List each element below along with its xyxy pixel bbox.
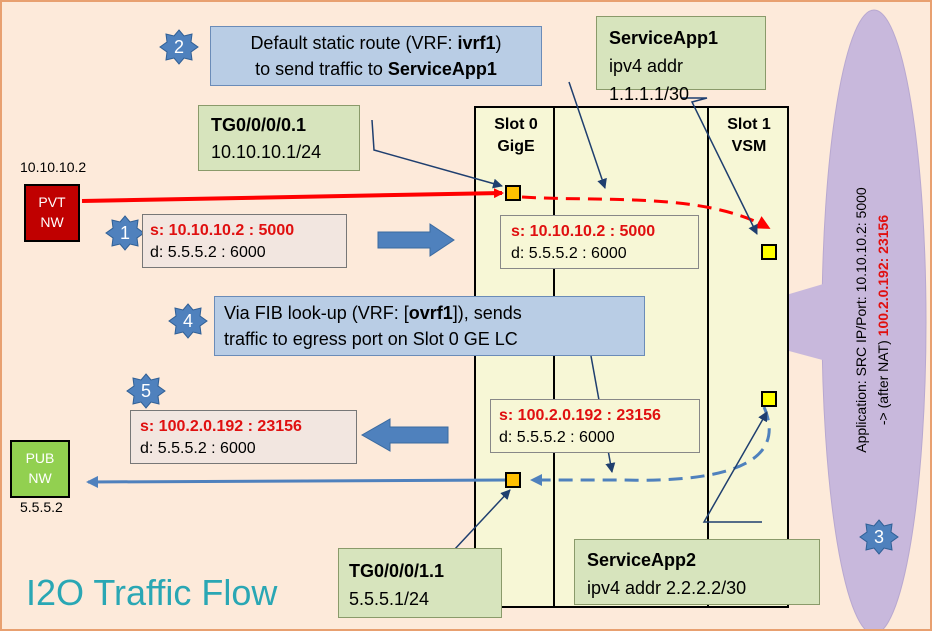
packet-ingress: s: 10.10.10.2 : 5000 d: 5.5.5.2 : 6000 [142,214,347,268]
slot1-label: Slot 1 VSM [727,116,771,155]
step-1-badge: 1 [119,223,130,243]
callout-text: Application: SRC IP/Port: 10.10.10.2: 50… [853,187,891,453]
step-3-badge: 3 [873,527,884,547]
step4-description: Via FIB look-up (VRF: [ovrf1]), sends tr… [214,296,645,356]
flow-arrow-left [360,418,449,452]
slot0-egress-port [505,472,521,488]
pvt-network-node: PVT NW [24,184,80,242]
pub-ip: 5.5.5.2 [20,499,63,515]
step2-description: Default static route (VRF: ivrf1) to sen… [210,26,542,86]
slot1-ingress-port [761,244,777,260]
pvt-ip: 10.10.10.2 [20,159,87,175]
internal-blue-dashed [530,406,771,486]
diagram-title: I2O Traffic Flow [26,572,278,613]
slot1-panel [707,106,789,608]
pub-network-node: PUB NW [10,440,70,498]
step-4-badge: 4 [182,311,193,331]
tg-egress-box: TG0/0/0/1.1 5.5.5.1/24 [338,548,502,618]
ingress-line [81,188,504,203]
step-5-badge: 5 [140,381,151,401]
step-2-badge: 2 [173,37,184,57]
serviceapp2-box: ServiceApp2 ipv4 addr 2.2.2.2/30 [574,539,820,605]
packet-in-slot0: s: 10.10.10.2 : 5000 d: 5.5.5.2 : 6000 [500,215,699,269]
slot1-egress-port [761,391,777,407]
serviceapp1-box: ServiceApp1 ipv4 addr 1.1.1.1/30 [596,16,766,104]
slot0-ingress-port [505,185,521,201]
flow-arrow-right [377,223,455,257]
egress-line [86,475,508,488]
packet-out-slot0: s: 100.2.0.192 : 23156 d: 5.5.5.2 : 6000 [490,399,700,453]
tg-ingress-box: TG0/0/0/0.1 10.10.10.1/24 [198,105,360,171]
packet-egress: s: 100.2.0.192 : 23156 d: 5.5.5.2 : 6000 [130,410,357,464]
internal-red-dashed [521,195,771,229]
slot0-label: Slot 0 GigE [494,116,538,155]
